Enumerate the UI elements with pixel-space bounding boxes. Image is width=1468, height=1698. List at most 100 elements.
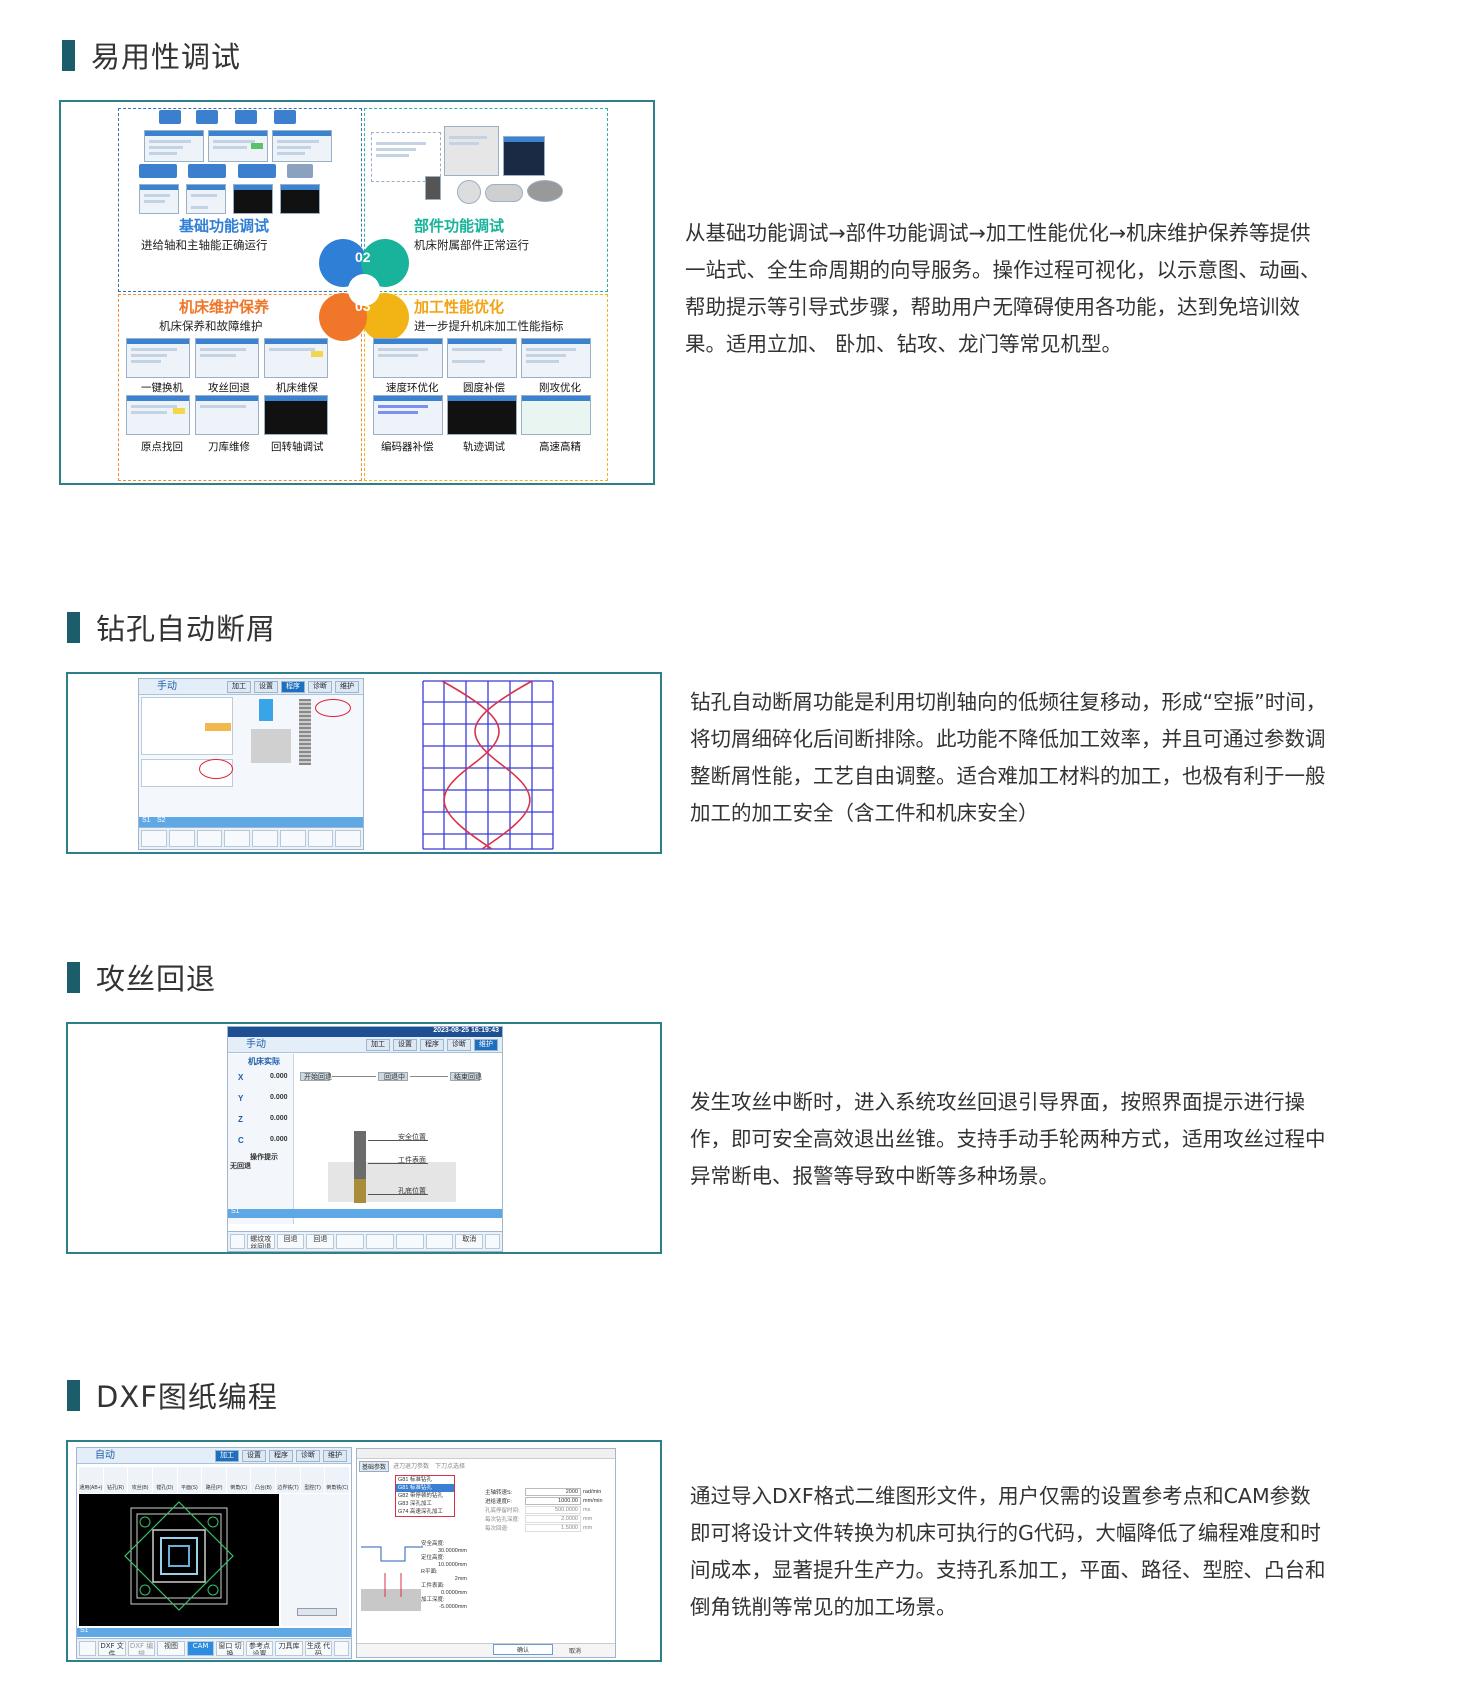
cam-params-dialog: 基础参数 进刀退刀参数 下刀点选择 G81 标准钻孔 G81 标准钻孔 G82 … [356,1448,616,1658]
tool-general[interactable]: 通用(AB+) [79,1467,103,1493]
drill-mode-option-2[interactable]: G82 带停顿的钻孔 [398,1493,443,1499]
tab-settings[interactable]: 设置 [393,1039,417,1051]
cam-toolbar: 通用(AB+) 钻孔(R) 攻丝(B) 镗孔(D) 平面(S) 路径(P) 倒角… [79,1467,350,1493]
label-workpiece-surface: 工件表面 [398,1157,426,1164]
tool-bore[interactable]: 镗孔(D) [152,1467,177,1493]
tool-contour[interactable]: 边界铣(T) [276,1467,300,1493]
caption-maint-2: 攻丝回退 [208,382,250,394]
tab-program[interactable]: 程序 [281,681,305,693]
footer-cam[interactable]: CAM [186,1641,215,1656]
quadrant-optimization-subtitle: 进一步提升机床加工性能指标 [414,321,564,333]
quadrant-basic-subtitle: 进给轴和主轴能正确运行 [141,240,268,252]
section-title-text: 钻孔自动断屑 [96,612,277,646]
tab-diagnosis[interactable]: 诊断 [308,681,332,693]
tool-path[interactable]: 路径(P) [202,1467,226,1493]
drill-mode-option-4[interactable]: G74 高速深孔加工 [398,1509,443,1515]
param-unit: mm [583,1524,593,1531]
tab-settings[interactable]: 设置 [242,1450,266,1462]
section-title-chip-breaking: 钻孔自动断屑 [67,606,276,648]
footer-generate-code[interactable]: 生成 代码 [304,1641,333,1656]
label-hole-bottom: 孔底位置 [398,1188,426,1195]
axis-c-value: 0.000 [270,1136,288,1143]
quadrant-component-subtitle: 机床附属部件正常运行 [414,240,529,252]
tab-maintenance[interactable]: 维护 [323,1450,347,1462]
quadrant-basic-number: 01 [304,249,320,265]
depth-value[interactable]: -5.0000 [439,1604,458,1610]
footer-tool-library[interactable]: 刀具库 [275,1641,303,1656]
section-title-text: 易用性调试 [91,40,242,74]
status-s1: S1 [142,817,151,824]
dxf-hmi-screen: 自动 加工 设置 程序 诊断 维护 通用(AB+) 钻孔(R) 攻丝(B) 镗孔… [76,1447,352,1659]
footer-tap-retract[interactable]: 螺纹攻 丝回退 [246,1234,275,1249]
title-accent-bar [67,611,80,643]
tab-program[interactable]: 程序 [269,1450,293,1462]
footer-cancel[interactable]: 取消 [455,1234,484,1249]
quadrant-basic [118,108,362,292]
depth-value[interactable]: 0.0000 [441,1590,458,1596]
tool-drill[interactable]: 钻孔(R) [103,1467,128,1493]
chip-breaking-description: 钻孔自动断屑功能是利用切削轴向的低频往复移动，形成“空振”时间，将切屑细碎化后间… [690,690,1327,825]
dialog-tab-entry[interactable]: 下刀点选择 [435,1464,466,1470]
depth-value[interactable]: 2 [454,1576,458,1582]
depth-unit: mm [457,1604,467,1610]
footer-dxf-edit[interactable]: DXF 编辑 [127,1641,156,1656]
tab-program[interactable]: 程序 [420,1039,444,1051]
drill-mode-dropdown[interactable]: G81 标准钻孔 G81 标准钻孔 G82 带停顿的钻孔 G83 深孔加工 G7… [395,1475,455,1517]
param-value[interactable]: 2000 [525,1487,581,1496]
caption-opt-3: 刚攻优化 [539,382,581,394]
tap-retract-screen: 2023-08-25 16:19:43 手动 加工 设置 程序 诊断 维护 机床… [227,1026,503,1252]
axis-y-value: 0.000 [270,1094,288,1101]
section-title-ease-of-debug: 易用性调试 [62,34,241,76]
drill-mode-option-3[interactable]: G83 深孔加工 [398,1501,432,1507]
quadrant-basic-title: 基础功能调试 [179,218,270,235]
cancel-button[interactable]: 取消 [569,1649,582,1655]
footer-retract-1[interactable]: 回退 [276,1234,305,1249]
tool-chamfer-mill[interactable]: 倒角铣(C) [325,1467,350,1493]
drill-mode-option-1[interactable]: G81 标准钻孔 [396,1484,454,1492]
panel-title: 机床实际 [248,1057,280,1066]
title-accent-bar [62,39,75,71]
depth-label: 安全高度: [421,1541,445,1547]
caption-opt-4: 编码器补偿 [381,441,434,453]
param-value[interactable]: 500.0000 [525,1505,581,1514]
step-running: 回退中 [384,1074,405,1081]
caption-maint-4: 原点找回 [141,441,183,453]
hint-title: 操作提示 [250,1154,278,1161]
tab-processing[interactable]: 加工 [215,1450,239,1462]
param-value[interactable]: 2.0000 [525,1514,581,1523]
param-unit: rad/min [583,1488,602,1495]
tab-processing[interactable]: 加工 [227,681,251,693]
tool-boss[interactable]: 凸台(B) [251,1467,276,1493]
caption-opt-2: 圆度补偿 [463,382,505,394]
center-gear-graphic [319,239,409,341]
param-label: 孔底停留时间: [485,1507,520,1514]
footer-retract-2[interactable]: 回退 [306,1234,335,1249]
status-s2: S2 [157,817,166,824]
dialog-tab-basic[interactable]: 基础参数 [359,1461,390,1472]
depth-label: 定位高度: [421,1555,445,1561]
footer-view[interactable]: 视图 [157,1641,185,1656]
tool-tap[interactable]: 攻丝(B) [128,1467,152,1493]
confirm-button[interactable]: 确认 [493,1644,553,1655]
section-title-text: DXF图纸编程 [96,1380,278,1414]
tab-diagnosis[interactable]: 诊断 [447,1039,471,1051]
depth-value[interactable]: 30.0000 [437,1548,458,1554]
footer-dxf-file[interactable]: DXF 文件 [98,1641,126,1656]
step-start: 开始回退 [304,1074,332,1081]
tab-processing[interactable]: 加工 [366,1039,390,1051]
footer-ref-point[interactable]: 参考点 设置 [245,1641,274,1656]
tool-face[interactable]: 平面(S) [177,1467,202,1493]
tab-settings[interactable]: 设置 [254,681,278,693]
footer-window-switch[interactable]: 窗口 切换 [216,1641,244,1656]
chip-breaking-screen: 手动 加工 设置 程序 诊断 维护 S1 S2 [138,678,364,850]
mode-label: 手动 [157,681,177,692]
dialog-tab-lead[interactable]: 进刀退刀参数 [393,1464,430,1470]
tab-diagnosis[interactable]: 诊断 [296,1450,320,1462]
param-value[interactable]: 1.5000 [525,1523,581,1532]
tab-maintenance[interactable]: 维护 [335,681,359,693]
tool-pocket[interactable]: 型腔(T) [300,1467,325,1493]
depth-value[interactable]: 10.0000 [437,1562,458,1568]
tab-maintenance[interactable]: 维护 [474,1039,498,1051]
tool-chamfer[interactable]: 倒角(C) [226,1467,251,1493]
param-value[interactable]: 1000.00 [525,1496,581,1505]
